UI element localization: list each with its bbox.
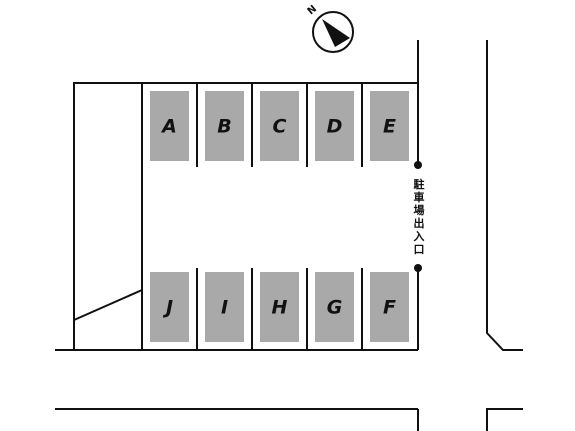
bay-i-fill <box>205 272 244 342</box>
entrance-marker: 駐 車 場 出 入 口 <box>414 161 425 272</box>
bay-d-fill <box>315 91 354 161</box>
bay-a-fill <box>150 91 189 161</box>
bay-f-label: F <box>383 297 396 319</box>
parking-bay-j[interactable]: J <box>150 272 189 342</box>
parking-bay-a[interactable]: A <box>150 91 189 161</box>
bay-d-label: D <box>327 116 343 138</box>
bay-g-label: G <box>327 297 343 319</box>
bay-c-label: C <box>273 116 287 138</box>
bay-f-fill <box>370 272 409 342</box>
lot-outline <box>73 82 418 350</box>
entrance-char-4: 出 <box>414 216 425 230</box>
parking-bay-g[interactable]: G <box>315 272 354 342</box>
bay-c-fill <box>260 91 299 161</box>
compass-needle <box>322 19 350 47</box>
compass-north-label: N <box>306 3 319 17</box>
road-edge-right <box>486 40 523 351</box>
parking-bay-h[interactable]: H <box>260 272 299 342</box>
entrance-dot-top <box>414 161 422 169</box>
parking-bay-f[interactable]: F <box>370 272 409 342</box>
bays-top: A B C D E <box>150 91 409 161</box>
entrance-dot-bottom <box>414 264 422 272</box>
bay-h-label: H <box>272 297 288 319</box>
bay-b-fill <box>205 91 244 161</box>
road-edge-lower-right <box>486 408 523 431</box>
entrance-char-5: 入 <box>414 230 425 243</box>
bay-i-label: I <box>221 297 228 319</box>
lot-left-strip <box>73 83 143 321</box>
parking-bay-e[interactable]: E <box>370 91 409 161</box>
road-lines <box>55 40 523 431</box>
bay-b-label: B <box>217 116 231 138</box>
bay-g-fill <box>315 272 354 342</box>
bay-dividers <box>141 83 363 350</box>
entrance-char-1: 駐 <box>414 177 425 191</box>
bay-e-fill <box>370 91 409 161</box>
parking-bay-c[interactable]: C <box>260 91 299 161</box>
entrance-char-3: 場 <box>414 203 425 217</box>
bay-j-label: J <box>162 297 173 319</box>
entrance-char-6: 口 <box>414 243 425 256</box>
bay-h-fill <box>260 272 299 342</box>
bays-bottom: J I H G F <box>150 272 409 342</box>
parking-bay-i[interactable]: I <box>205 272 244 342</box>
bay-j-fill <box>150 272 189 342</box>
bay-e-label: E <box>383 116 396 138</box>
entrance-char-2: 車 <box>414 190 425 204</box>
parking-bay-b[interactable]: B <box>205 91 244 161</box>
parking-bay-d[interactable]: D <box>315 91 354 161</box>
bay-a-label: A <box>160 116 177 138</box>
compass: N <box>306 3 354 53</box>
